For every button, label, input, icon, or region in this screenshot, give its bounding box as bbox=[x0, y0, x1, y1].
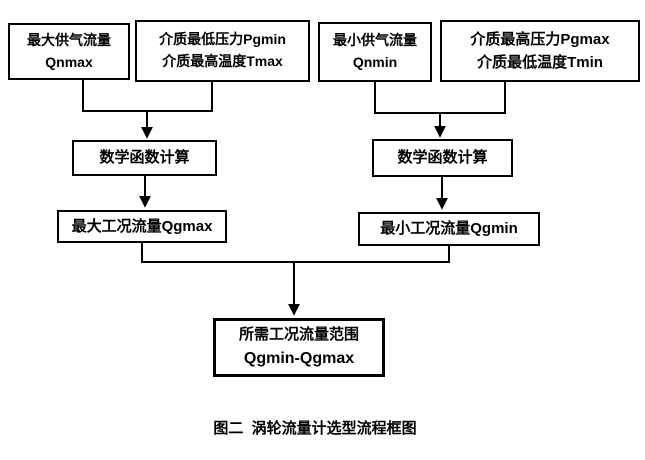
node-max-pressure-label: 介质最高压力Pgmax bbox=[470, 30, 610, 48]
node-max-working-flow-label: 最大工况流量Qgmax bbox=[71, 217, 213, 235]
node-min-supply-flow-label: 最小供气流量 bbox=[333, 32, 417, 49]
figure-caption: 图二 涡轮流量计选型流程框图 bbox=[213, 420, 417, 437]
node-min-working-flow: 最小工况流量Qgmin bbox=[358, 212, 540, 246]
node-max-supply-flow: 最大供气流量 Qnmax bbox=[8, 23, 130, 80]
node-max-working-flow: 最大工况流量Qgmax bbox=[57, 210, 227, 243]
node-max-supply-flow-label: 最大供气流量 bbox=[27, 31, 111, 48]
node-math-calc-left-label: 数学函数计算 bbox=[99, 149, 190, 167]
connector-to-result bbox=[141, 242, 450, 316]
node-min-pressure-max-temp: 介质最低压力Pgmin 介质最高温度Tmax bbox=[135, 20, 310, 82]
node-math-calc-left: 数学函数计算 bbox=[72, 140, 217, 176]
node-max-pressure-min-temp: 介质最高压力Pgmax 介质最低温度Tmin bbox=[440, 20, 640, 82]
node-required-flow-range-symbol: Qgmin-Qgmax bbox=[243, 349, 355, 367]
connector-left-inputs bbox=[82, 80, 213, 139]
node-min-supply-flow: 最小供气流量 Qnmin bbox=[318, 22, 432, 82]
node-required-flow-range: 所需工况流量范围 Qgmin-Qgmax bbox=[213, 318, 385, 377]
node-max-supply-flow-symbol: Qnmax bbox=[45, 53, 93, 70]
node-min-pressure-label: 介质最低压力Pgmin bbox=[159, 31, 286, 48]
node-min-temp-label: 介质最低温度Tmin bbox=[477, 54, 603, 71]
node-math-calc-right: 数学函数计算 bbox=[372, 139, 513, 177]
node-min-working-flow-label: 最小工况流量Qgmin bbox=[380, 220, 518, 238]
node-max-temp-label: 介质最高温度Tmax bbox=[162, 53, 283, 69]
node-required-flow-range-label: 所需工况流量范围 bbox=[238, 326, 359, 344]
connector-right-inputs bbox=[374, 82, 506, 138]
node-min-supply-flow-symbol: Qnmin bbox=[352, 54, 398, 70]
node-math-calc-right-label: 数学函数计算 bbox=[397, 149, 488, 167]
